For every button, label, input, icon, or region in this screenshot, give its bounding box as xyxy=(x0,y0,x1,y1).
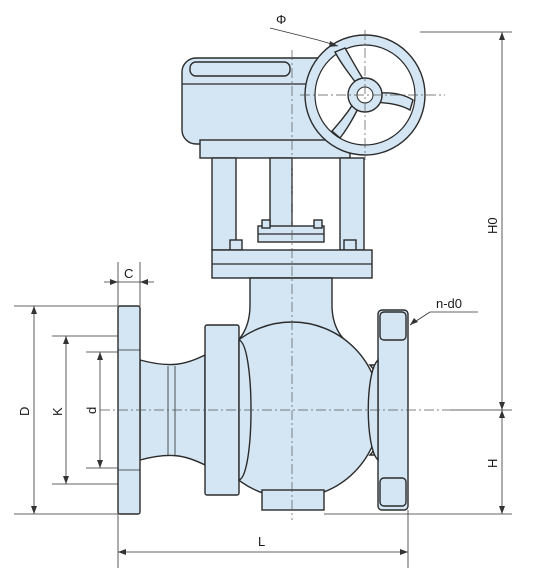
dim-h: H xyxy=(324,410,512,515)
k-arrow-top xyxy=(63,336,69,344)
h0-arrow-top xyxy=(499,32,505,40)
bracket-stem xyxy=(269,157,293,233)
bracket xyxy=(211,157,373,279)
c-arrow-left xyxy=(110,279,118,285)
phi-arrow xyxy=(329,41,338,47)
dim-n-d0: n-d0 xyxy=(409,296,478,326)
dim-c: C xyxy=(104,262,154,306)
coupling-bolt-right xyxy=(313,219,323,229)
phi-leader xyxy=(269,27,319,41)
n-d0-arrow xyxy=(410,318,418,325)
k-label: K xyxy=(50,407,65,416)
l-arrow-right xyxy=(400,549,408,555)
gearbox-top-ridge xyxy=(189,61,291,77)
d-inner-arrow-top xyxy=(97,352,103,360)
l-arrow-left xyxy=(118,549,126,555)
d-outer-label: D xyxy=(17,407,32,416)
h-label: H xyxy=(485,459,500,468)
d-inner-arrow-bottom xyxy=(97,460,103,468)
d-inner-label: d xyxy=(84,407,99,414)
dim-d-outer: D xyxy=(14,305,118,515)
coupling-bolt-left xyxy=(261,219,271,229)
l-label: L xyxy=(258,534,265,549)
bracket-right-leg xyxy=(339,157,365,251)
bracket-left-leg xyxy=(211,157,237,251)
k-arrow-bottom xyxy=(63,476,69,484)
dim-l: L xyxy=(117,510,409,568)
h0-arrow-bottom xyxy=(499,402,505,410)
h-arrow-top xyxy=(499,410,505,418)
h0-label: H0 xyxy=(485,217,500,234)
d-outer-arrow-top xyxy=(31,306,37,314)
c-label: C xyxy=(124,266,133,281)
body-bottom-boss xyxy=(261,489,325,511)
d-outer-arrow-bottom xyxy=(31,506,37,514)
dim-h0: H0 xyxy=(420,31,512,411)
c-arrow-right xyxy=(140,279,148,285)
right-flange-lug-top xyxy=(379,311,407,341)
dim-d-inner: d xyxy=(84,351,118,469)
bracket-bolt-left xyxy=(229,239,243,251)
left-pipe xyxy=(139,324,252,496)
phi-label: Φ xyxy=(276,12,286,27)
right-flange-lug-bottom xyxy=(379,477,407,507)
n-d0-label: n-d0 xyxy=(436,296,462,311)
dim-k: K xyxy=(50,335,118,485)
dim-phi: Φ xyxy=(269,12,339,47)
h-arrow-bottom xyxy=(499,506,505,514)
center-lines xyxy=(100,30,450,520)
bracket-bolt-right xyxy=(343,239,357,251)
